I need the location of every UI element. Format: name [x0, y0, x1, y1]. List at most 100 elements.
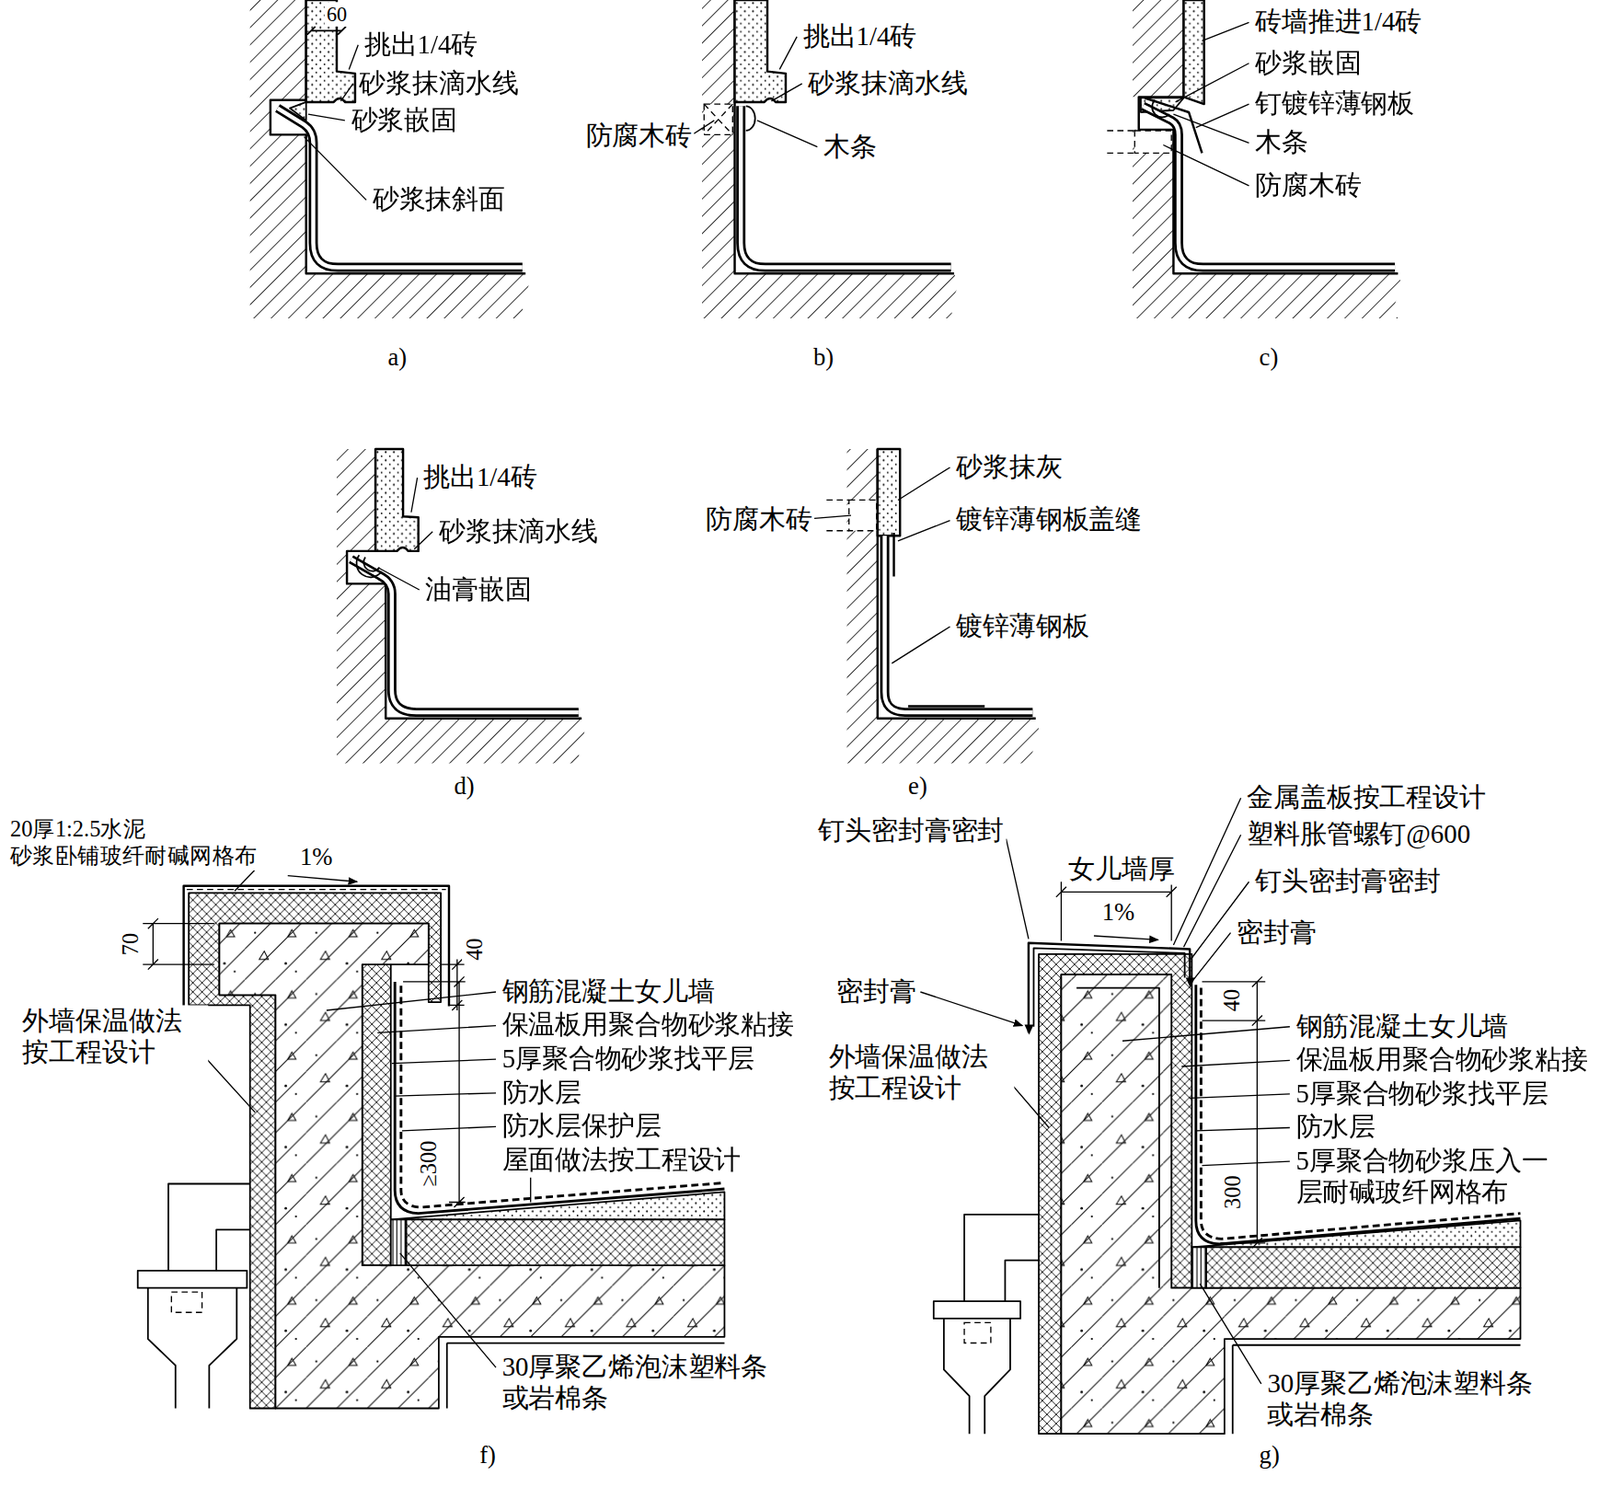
callout-label: 30厚聚乙烯泡沫塑料条 或岩棉条 [1265, 1367, 1576, 1431]
detail-a [270, 0, 526, 274]
detail-d [346, 448, 582, 719]
detail-e [849, 499, 877, 530]
callout-label: 外墙保温做法 按工程设计 [20, 1004, 208, 1069]
panel-caption: c) [1256, 343, 1280, 373]
detail-e [814, 448, 1039, 764]
callout-label: 砂浆抹斜面 [370, 184, 508, 217]
callout-label: 防腐木砖 [703, 504, 815, 537]
detail-b [740, 105, 951, 267]
callout-label: 密封膏 [834, 975, 919, 1008]
detail-b [735, 0, 786, 103]
detail-f [171, 1291, 202, 1313]
detail-g [1076, 988, 1160, 1289]
callout-label: 砂浆抹滴水线 [356, 67, 520, 100]
detail-f [440, 959, 465, 1011]
detail-d [356, 554, 382, 577]
detail-c [1106, 0, 1401, 319]
detail-g [1191, 1246, 1207, 1288]
callout-label: 砖墙推进1/4砖 [1253, 6, 1424, 39]
callout-label: 防水层保护层 [499, 1110, 663, 1143]
detail-e [877, 448, 900, 536]
dimension-text: 70 [116, 931, 144, 958]
callout-label: 5厚聚合物砂浆找平层 [499, 1042, 756, 1075]
callout-label: 屋面做法按工程设计 [499, 1143, 743, 1176]
callout-label: 砂浆抹滴水线 [437, 515, 600, 548]
callout-label: 砂浆抹灰 [954, 450, 1065, 484]
callout-label: 钢筋混凝土女儿墙 [1293, 1010, 1510, 1043]
detail-d [375, 448, 419, 552]
detail-f [138, 1184, 251, 1409]
callout-label: 砂浆抹滴水线 [805, 67, 969, 100]
callout-label: 钢筋混凝土女儿墙 [499, 975, 716, 1008]
callout-label: 保温板用聚合物砂浆粘接 [499, 1009, 796, 1042]
detail-f [184, 886, 449, 1013]
detail-b [702, 0, 957, 319]
detail-f [405, 1219, 725, 1266]
detail-b [703, 103, 733, 135]
detail-g [933, 1214, 1039, 1434]
panel-caption: b) [811, 343, 837, 373]
callout-label: 保温板用聚合物砂浆粘接 [1293, 1044, 1590, 1077]
detail-g [1206, 1246, 1521, 1288]
callout-label: 钉镀锌薄钢板 [1253, 87, 1416, 120]
detail-b [740, 105, 951, 267]
detail-a [250, 0, 530, 319]
callout-label: 防腐木砖 [583, 120, 694, 153]
detail-d [336, 448, 586, 764]
dimension-text: 1% [1100, 897, 1138, 928]
callout-label: 油膏嵌固 [423, 573, 534, 606]
detail-a [307, 26, 346, 35]
detail-f [287, 875, 357, 883]
detail-g [1056, 881, 1177, 941]
dimension-text: 40 [1219, 987, 1246, 1014]
detail-c [1134, 130, 1172, 153]
detail-a [250, 0, 530, 319]
detail-g [964, 1322, 991, 1343]
panel-caption: a) [385, 343, 409, 373]
callout-label: 防水层 [1293, 1111, 1378, 1144]
detail-e [847, 448, 1040, 764]
panel-caption: d) [451, 771, 477, 801]
detail-b [693, 0, 957, 319]
detail-g [920, 991, 1023, 1026]
callout-label: 金属盖板按工程设计 [1244, 782, 1488, 815]
detail-c [1139, 0, 1399, 274]
detail-f [185, 864, 260, 1112]
detail-a [306, 0, 356, 103]
detail-d [351, 559, 579, 713]
dimension-text: 300 [1219, 1173, 1246, 1211]
callout-label: 塑料胀管螺钉@600 [1244, 817, 1473, 851]
detail-c [1144, 97, 1202, 153]
callout-label: 挑出1/4砖 [362, 28, 481, 61]
dimension-text: 女儿墙厚 [1066, 852, 1177, 886]
detail-c [1132, 0, 1184, 97]
callout-label: 砂浆嵌固 [1253, 46, 1364, 80]
callout-label: 防水层 [499, 1076, 584, 1109]
detail-f [186, 888, 447, 890]
dimension-text: ≥300 [414, 1138, 442, 1188]
detail-b [703, 103, 733, 135]
detail-g [1173, 797, 1249, 982]
detail-f [138, 864, 726, 1408]
detail-f [362, 964, 392, 1266]
panel-caption: f) [477, 1440, 498, 1471]
detail-g [1093, 935, 1159, 940]
callout-label: 20厚1:2.5水泥 砂浆卧铺玻纤耐碱网格布 [8, 816, 280, 871]
callout-label: 木条 [821, 130, 879, 163]
dimension-text: 1% [298, 842, 335, 873]
callout-label: 木条 [1253, 126, 1311, 160]
detail-c [1142, 105, 1395, 267]
detail-g [1201, 976, 1266, 1248]
callout-label: 镀锌薄钢板 [954, 610, 1092, 643]
detail-d [351, 559, 579, 713]
detail-g [920, 797, 1520, 1434]
callout-label: 防腐木砖 [1253, 169, 1364, 202]
callout-label: 30厚聚乙烯泡沫塑料条 或岩棉条 [499, 1350, 810, 1415]
callout-label: 5厚聚合物砂浆找平层 [1293, 1077, 1550, 1110]
detail-b [693, 36, 818, 148]
dimension-text: 40 [461, 935, 489, 963]
detail-g [1028, 943, 1190, 1034]
callout-label: 砂浆嵌固 [348, 103, 460, 137]
